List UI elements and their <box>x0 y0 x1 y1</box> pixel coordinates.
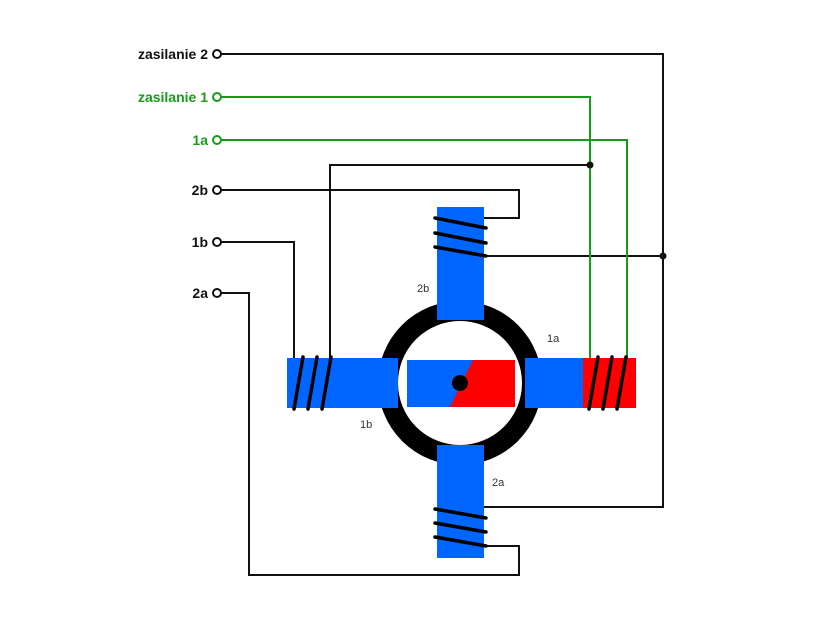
terminal-label: 1b <box>192 234 208 250</box>
terminal-1a[interactable]: 1a <box>192 132 222 148</box>
pole-right <box>525 358 583 408</box>
terminal-zasilanie-2[interactable]: zasilanie 2 <box>138 46 222 62</box>
terminal-label: 1a <box>192 132 208 148</box>
wire-zasilanie-1 <box>221 96 591 360</box>
terminal-connector[interactable] <box>212 288 222 298</box>
wire-2b <box>221 189 520 219</box>
pole-left <box>287 358 398 408</box>
coil-right <box>587 355 628 411</box>
terminal-connector[interactable] <box>212 135 222 145</box>
terminal-connector[interactable] <box>212 92 222 102</box>
pole-label-2a: 2a <box>492 477 505 489</box>
coil-bottom <box>433 507 488 548</box>
coil-left <box>292 355 333 411</box>
rotor-shaft <box>452 375 468 391</box>
pole-label-2b: 2b <box>417 283 429 295</box>
terminal-2a[interactable]: 2a <box>192 285 222 301</box>
coil-top <box>433 216 488 258</box>
junction-dot <box>586 161 594 169</box>
wire-1b <box>221 241 295 360</box>
terminal-label: zasilanie 2 <box>138 46 208 62</box>
terminal-connector[interactable] <box>212 49 222 59</box>
terminal-1b[interactable]: 1b <box>192 234 222 250</box>
wire-1a <box>221 139 628 360</box>
terminal-zasilanie-1[interactable]: zasilanie 1 <box>138 89 222 105</box>
terminal-label: 2b <box>192 182 208 198</box>
pole-label-1b: 1b <box>360 419 372 431</box>
wire-2a <box>221 292 520 576</box>
wires <box>221 53 664 576</box>
wire-zasilanie-2 <box>221 53 664 508</box>
terminal-connector[interactable] <box>212 185 222 195</box>
terminal-connector[interactable] <box>212 237 222 247</box>
wire-1b-coil-common <box>329 164 590 360</box>
terminal-label: 2a <box>192 285 208 301</box>
terminal-label: zasilanie 1 <box>138 89 208 105</box>
pole-label-1a: 1a <box>547 333 560 345</box>
junction-dot <box>659 252 667 260</box>
rotor-north <box>450 360 515 407</box>
terminal-2b[interactable]: 2b <box>192 182 222 198</box>
